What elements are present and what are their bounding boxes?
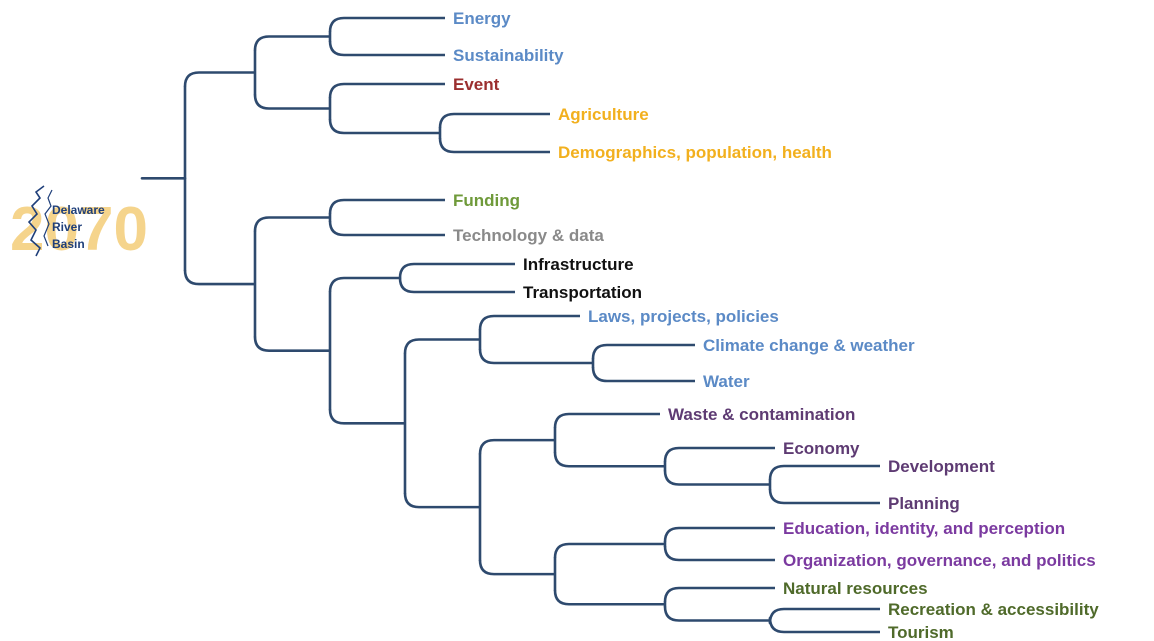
branch-arm — [768, 607, 880, 624]
logo-word-delaware: Delaware — [52, 203, 105, 217]
river-branch-icon — [43, 189, 53, 247]
branch-arm — [253, 336, 330, 352]
leaf-label: Climate change & weather — [703, 336, 915, 355]
branch-arm — [328, 198, 445, 215]
branch-arm — [328, 118, 440, 135]
leaf-label: Natural resources — [783, 579, 928, 598]
branch-arm — [663, 470, 770, 486]
branch-arm — [478, 314, 580, 331]
leaf-label: Agriculture — [558, 105, 649, 124]
branch-arm — [183, 270, 255, 286]
branch-arm — [328, 276, 400, 293]
branch-arm — [553, 542, 665, 559]
branch-arm — [478, 348, 593, 365]
branch-arm — [553, 590, 665, 606]
branch-arm — [663, 526, 775, 543]
branch-arm — [253, 94, 330, 110]
branch-lines — [140, 16, 880, 634]
branch-arm — [768, 464, 880, 481]
branch-arm — [328, 82, 445, 99]
branch-arm — [663, 446, 775, 463]
branch-arm — [403, 338, 480, 354]
leaf-label: Technology & data — [453, 226, 604, 245]
branch-arm — [253, 216, 330, 232]
branch-arm — [183, 71, 255, 87]
branch-arm — [328, 409, 405, 425]
basin-logo: 2070 Delaware River Basin — [10, 185, 148, 264]
logo-word-river: River — [52, 220, 82, 234]
leaf-labels: EnergySustainabilityEventAgricultureDemo… — [453, 9, 1099, 641]
leaf-label: Water — [703, 372, 750, 391]
leaf-label: Planning — [888, 494, 960, 513]
branch-arm — [438, 137, 550, 154]
leaf-label: Infrastructure — [523, 255, 634, 274]
leaf-label: Funding — [453, 191, 520, 210]
leaf-label: Economy — [783, 439, 860, 458]
leaf-label: Laws, projects, policies — [588, 307, 779, 326]
leaf-label: Recreation & accessibility — [888, 600, 1099, 619]
branch-arm — [478, 560, 555, 576]
branch-arm — [768, 488, 880, 505]
branch-arm — [328, 16, 445, 33]
leaf-label: Waste & contamination — [668, 405, 855, 424]
leaf-label: Demographics, population, health — [558, 143, 832, 162]
leaf-label: Education, identity, and perception — [783, 519, 1065, 538]
branch-arm — [478, 438, 555, 455]
branch-arm — [403, 493, 480, 509]
branch-arm — [398, 262, 515, 279]
leaf-label: Energy — [453, 9, 511, 28]
branch-arm — [591, 343, 695, 360]
branch-arm — [328, 220, 445, 237]
river-outline-icon — [27, 185, 45, 257]
branch-arm — [591, 366, 695, 383]
leaf-label: Organization, governance, and politics — [783, 551, 1096, 570]
branch-arm — [663, 586, 775, 603]
branch-arm — [663, 606, 770, 622]
leaf-label: Transportation — [523, 283, 642, 302]
branch-arm — [553, 412, 660, 429]
branch-arm — [663, 545, 775, 562]
branch-arm — [398, 277, 515, 294]
branch-arm — [553, 452, 665, 468]
leaf-label: Sustainability — [453, 46, 564, 65]
leaf-label: Tourism — [888, 623, 954, 641]
branch-arm — [328, 40, 445, 57]
logo-word-basin: Basin — [52, 237, 85, 251]
leaf-label: Development — [888, 457, 995, 476]
branch-arm — [768, 617, 880, 634]
leaf-label: Event — [453, 75, 500, 94]
branch-arm — [253, 35, 330, 51]
branch-arm — [438, 112, 550, 129]
